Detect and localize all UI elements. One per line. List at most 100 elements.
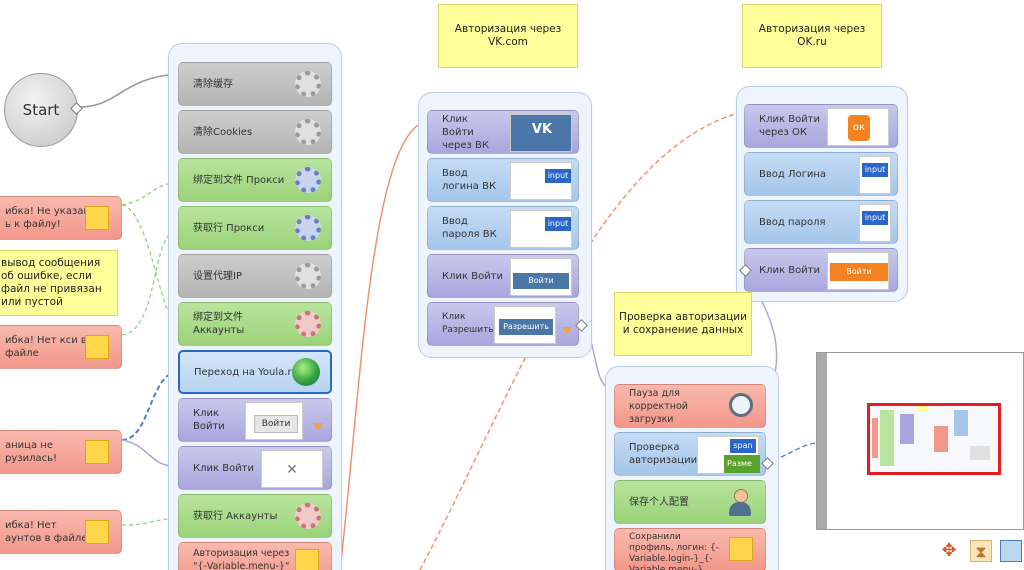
block-ok-login[interactable]: Ввод Логина input <box>744 152 898 196</box>
sticky-check[interactable]: Проверка авторизации и сохранение данных <box>614 292 752 356</box>
error-block-1[interactable]: ибка! Не указан ь к файлу! <box>0 196 122 240</box>
gear-icon <box>295 119 321 145</box>
block-check-auth[interactable]: Проверка авторизации span Разме <box>614 432 766 476</box>
gear-icon <box>295 311 321 337</box>
close-icon: ✕ <box>286 462 298 478</box>
error-block-2[interactable]: ибка! Нет кси в файле <box>0 325 122 369</box>
preview-text: Войти <box>846 267 872 276</box>
input-tag-text: input <box>547 219 569 228</box>
hourglass-icon[interactable]: ⧗ <box>970 540 992 562</box>
preview-button: Войти <box>513 273 569 289</box>
block-clear-cookies[interactable]: 清除Cookies <box>178 110 332 154</box>
sticky-error-hint[interactable]: вывод сообщения об ошибке, если файл не … <box>0 250 118 316</box>
block-label: Авторизация через "{-Variable.menu-}" - <box>193 548 290 570</box>
start-node[interactable]: Start <box>4 73 78 147</box>
preview-button: Разрешить <box>499 319 553 335</box>
block-label: 保存个人配置 <box>629 496 689 508</box>
user-icon <box>729 489 751 517</box>
sticky-note-icon <box>729 537 753 561</box>
sticky-ok-text: Авторизация через OK.ru <box>758 23 866 48</box>
block-label: Клик Войти <box>193 408 225 432</box>
sticky-note-icon <box>295 549 319 570</box>
block-label: Клик Войти <box>759 264 821 276</box>
block-goto-youla[interactable]: Переход на Youla.ru <box>178 350 332 394</box>
block-vk-click-allow[interactable]: Клик Разрешить Разрешить <box>427 302 579 346</box>
sticky-vk[interactable]: Авторизация через VK.com <box>438 4 578 68</box>
block-ok-click-login[interactable]: Клик Войти через ОК ок <box>744 104 898 148</box>
block-ok-click-submit[interactable]: Клик Войти Войти <box>744 248 898 292</box>
block-vk-click-submit[interactable]: Клик Войти Войти <box>427 254 579 298</box>
block-bind-proxy[interactable]: 绑定到文件 Прокси <box>178 158 332 202</box>
error-block-3[interactable]: аница не рузилась! <box>0 430 122 474</box>
sticky-note-icon <box>85 335 109 359</box>
input-tag: input <box>862 163 888 177</box>
minimap-scrollbar[interactable] <box>817 353 827 529</box>
preview-thumbnail: input <box>510 210 572 248</box>
block-label: Ввод логина ВК <box>442 168 497 192</box>
minimap[interactable] <box>816 352 1024 530</box>
preview-button: Разме <box>724 455 760 473</box>
block-click-login-2[interactable]: Клик Войти ✕ <box>178 446 332 490</box>
move-icon[interactable]: ✥ <box>941 540 957 561</box>
preview-button: Войти <box>254 415 298 433</box>
sticky-note-icon <box>85 206 109 230</box>
block-vk-login[interactable]: Ввод логина ВК input <box>427 158 579 202</box>
arrow-down-icon <box>313 423 323 431</box>
input-tag: input <box>545 169 571 183</box>
toolbar: ✥ ⧗ <box>930 536 1024 566</box>
error-block-4[interactable]: ибка! Нет аунтов в файле <box>0 510 122 554</box>
minimap-viewport[interactable] <box>867 403 1001 475</box>
block-click-login-1[interactable]: Клик Войти Войти <box>178 398 332 442</box>
error-label-2: ибка! Нет кси в файле <box>5 335 87 359</box>
block-label: Сохранили профиль, логин: {-Variable.log… <box>629 532 720 570</box>
span-tag: span <box>730 439 756 453</box>
block-clear-cache[interactable]: 清除缓存 <box>178 62 332 106</box>
vk-logo-icon: VK <box>511 123 573 136</box>
sticky-vk-text: Авторизация через VK.com <box>454 23 562 48</box>
sticky-ok[interactable]: Авторизация через OK.ru <box>742 4 882 68</box>
ok-logo-icon: ок <box>848 115 870 141</box>
block-bind-accounts[interactable]: 绑定到文件 Аккаунты <box>178 302 332 346</box>
link-start <box>77 73 179 108</box>
block-pause[interactable]: Пауза для корректной загрузки <box>614 384 766 428</box>
block-set-proxy[interactable]: 设置代理IP <box>178 254 332 298</box>
window-icon[interactable] <box>1000 540 1022 562</box>
block-label: 设置代理IP <box>193 270 242 282</box>
preview-thumbnail: ✕ <box>261 450 323 488</box>
block-saved-note[interactable]: Сохранили профиль, логин: {-Variable.log… <box>614 528 766 570</box>
sticky-check-text: Проверка авторизации и сохранение данных <box>619 311 747 336</box>
gear-icon <box>295 503 321 529</box>
block-save-profile[interactable]: 保存个人配置 <box>614 480 766 524</box>
preview-thumbnail: Разрешить <box>494 306 556 344</box>
block-vk-password[interactable]: Ввод пароля ВК input <box>427 206 579 250</box>
block-label: Клик Войти через ОК <box>759 114 821 138</box>
block-label: 获取行 Аккаунты <box>193 510 278 522</box>
preview-thumbnail: Войти <box>510 258 572 296</box>
error-label-4: ибка! Нет аунтов в файле <box>5 520 88 544</box>
block-get-proxy[interactable]: 获取行 Прокси <box>178 206 332 250</box>
stopwatch-icon <box>729 393 753 417</box>
block-label: Клик Войти <box>193 462 255 474</box>
preview-button: Войти <box>830 263 888 281</box>
vk-logo-text: VK <box>531 122 553 137</box>
block-get-accounts[interactable]: 获取行 Аккаунты <box>178 494 332 538</box>
block-label: 获取行 Прокси <box>193 222 265 234</box>
block-vk-click-login[interactable]: Клик Войти через ВК VK <box>427 110 579 154</box>
input-tag-text: input <box>864 213 886 222</box>
block-label: Ввод пароля ВК <box>442 216 497 240</box>
block-ok-password[interactable]: Ввод пароля input <box>744 200 898 244</box>
preview-text: Войти <box>528 276 554 285</box>
preview-thumbnail: span Разме <box>697 436 760 474</box>
block-auth-via[interactable]: Авторизация через "{-Variable.menu-}" - <box>178 542 332 570</box>
block-label: Переход на Youla.ru <box>194 366 298 378</box>
block-label: 绑定到文件 Аккаунты <box>193 312 245 336</box>
input-tag-text: input <box>864 165 886 174</box>
preview-text: Войти <box>261 419 291 429</box>
start-label: Start <box>22 101 60 119</box>
preview-thumbnail: input <box>510 162 572 200</box>
block-label: 清除缓存 <box>193 78 233 90</box>
preview-thumbnail: VK <box>510 114 572 152</box>
preview-text: Разме <box>727 459 752 468</box>
arrow-down-icon <box>562 327 572 335</box>
